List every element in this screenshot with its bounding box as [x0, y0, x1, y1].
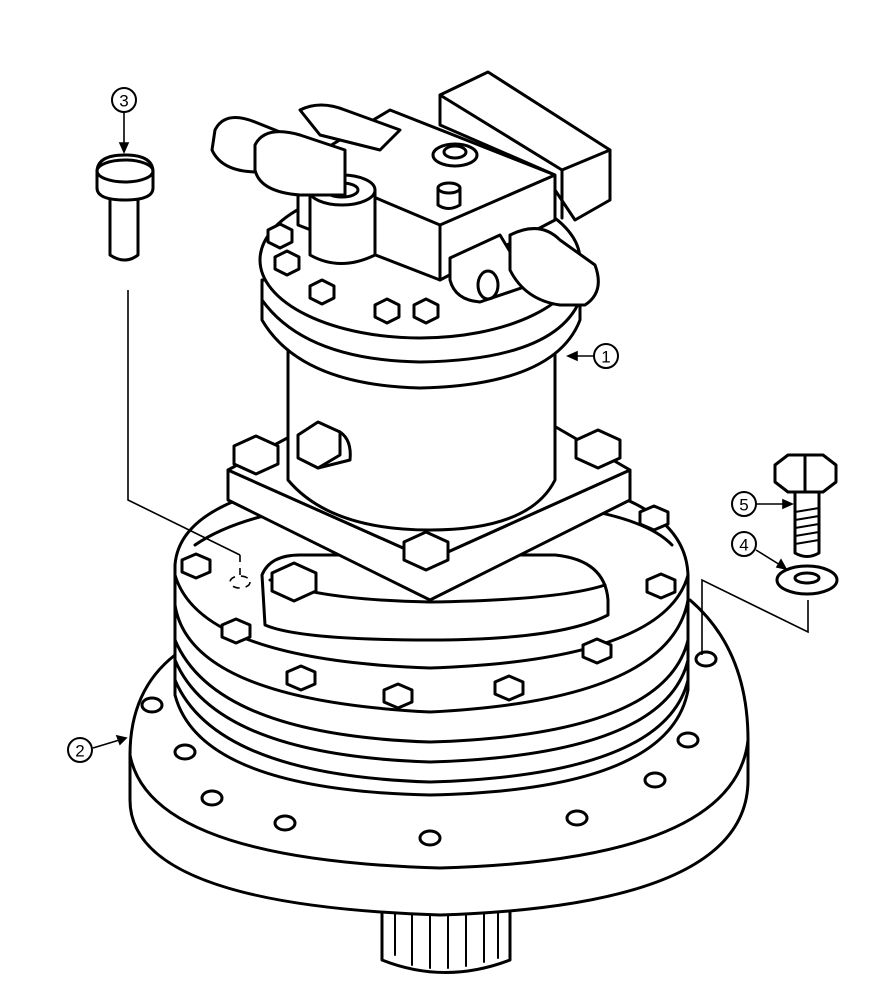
- pin: [95, 153, 155, 262]
- callout-4: 4: [731, 531, 788, 571]
- valve-block: [296, 108, 557, 282]
- plate-bolts: [232, 428, 622, 603]
- washer: [775, 564, 839, 596]
- callout-4-label: 4: [739, 536, 748, 555]
- hose-fitting-right: [448, 227, 600, 307]
- drain-plug: [296, 420, 352, 470]
- bolt: [773, 453, 838, 558]
- callout-3: 3: [111, 87, 137, 154]
- assembly-lines: [127, 290, 809, 655]
- ring-bolts: [180, 504, 677, 710]
- hose-fitting-left: [210, 103, 402, 197]
- callout-5-label: 5: [739, 496, 748, 515]
- callout-5: 5: [731, 491, 794, 517]
- callout-3-label: 3: [119, 92, 128, 111]
- callout-2: 2: [67, 734, 128, 763]
- flange-bolt-holes: [140, 650, 718, 847]
- callout-1: 1: [566, 343, 619, 369]
- hydraulic-motor: [210, 70, 612, 532]
- callout-2-label: 2: [75, 742, 84, 761]
- callout-1-label: 1: [601, 348, 610, 367]
- cover-bolts: [266, 222, 440, 325]
